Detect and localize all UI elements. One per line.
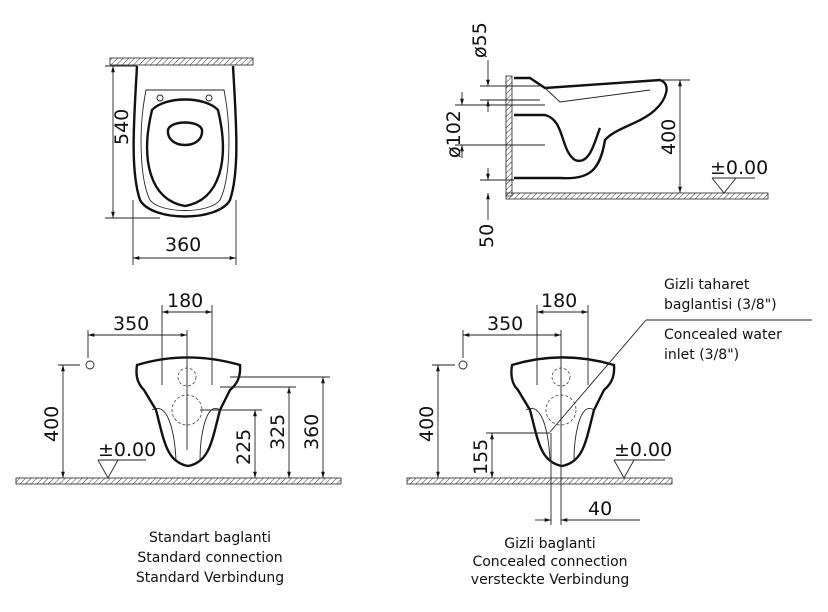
caption-de: Standard Verbindung <box>136 570 284 586</box>
bowl-front-outline <box>510 356 616 468</box>
d350-label: 350 <box>113 313 149 335</box>
d40-label: 40 <box>588 498 612 520</box>
caption-tr: Gizli baglanti <box>504 536 595 552</box>
leader-line <box>549 319 647 433</box>
level-label: ±0.00 <box>614 439 672 461</box>
d102-label: ø102 <box>443 110 465 158</box>
caption-en: Concealed connection <box>472 554 627 570</box>
caption-de: versteckte Verbindung <box>471 572 629 588</box>
level-label: ±0.00 <box>98 439 156 461</box>
standard-connection-view: 350 180 400 225 325 360 ±0.00 Standart b… <box>15 290 342 586</box>
d350-label: 350 <box>487 313 523 335</box>
note-tr-line1: Gizli taharet <box>664 277 750 293</box>
width-540-label: 540 <box>111 109 133 145</box>
h400-label: 400 <box>658 119 680 155</box>
wall-section <box>109 57 254 66</box>
note-en-line1: Concealed water <box>664 327 782 343</box>
h50-label: 50 <box>476 224 498 248</box>
floor-section <box>505 192 769 200</box>
h400-label: 400 <box>416 406 438 442</box>
water-inlet-icon <box>85 360 95 370</box>
caption-en: Standard connection <box>137 550 282 566</box>
h325-label: 325 <box>267 414 289 450</box>
bowl-side-outline <box>514 76 668 180</box>
h400-label: 400 <box>41 406 63 442</box>
water-inlet-icon <box>458 360 468 370</box>
top-plan-view: 540 360 <box>105 57 254 265</box>
caption-tr: Standart baglanti <box>149 530 271 546</box>
note-tr-line2: baglantisi (3/8") <box>664 297 777 313</box>
d180-label: 180 <box>541 290 577 312</box>
bowl-front-outline <box>135 356 242 468</box>
concealed-connection-view: 350 180 400 155 40 ±0.00 Gizli taharet b… <box>406 277 812 588</box>
d55-label: ø55 <box>469 22 491 58</box>
bowl-outline <box>132 65 238 218</box>
top-side-view: ø55 ø102 50 400 ±0.00 <box>443 22 769 248</box>
d180-label: 180 <box>167 290 203 312</box>
h360-label: 360 <box>301 414 323 450</box>
depth-360-label: 360 <box>165 234 201 256</box>
note-en-line2: inlet (3/8") <box>664 347 739 363</box>
h155-label: 155 <box>470 439 492 475</box>
level-label: ±0.00 <box>710 157 768 179</box>
seat-outline <box>145 98 225 208</box>
h225-label: 225 <box>233 429 255 465</box>
